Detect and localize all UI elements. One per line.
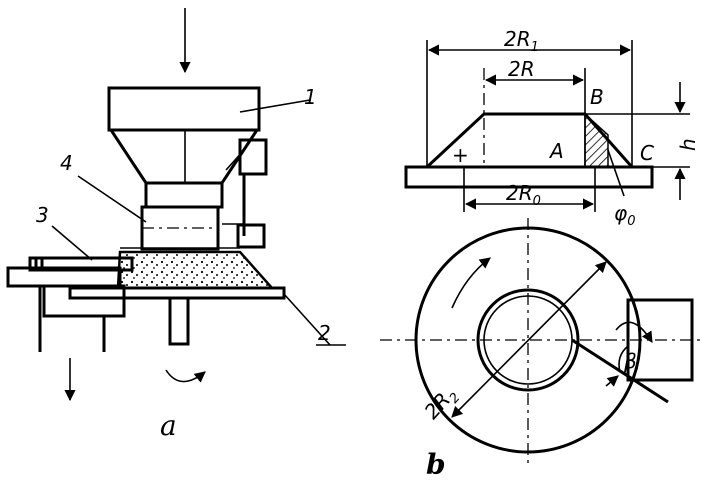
callout-1: 1 xyxy=(304,85,317,109)
callout-3-leader xyxy=(51,225,93,261)
caption-a: a xyxy=(160,409,177,442)
rotating-plate xyxy=(68,286,286,346)
label-2r1: 2R1 xyxy=(504,27,539,55)
callout-1-leader xyxy=(239,99,311,113)
label-2r0: 2R0 xyxy=(506,181,541,209)
label-2r: 2R xyxy=(508,57,535,81)
feeder-tube xyxy=(120,205,240,251)
figure-a: 1 4 2 xyxy=(6,8,346,442)
caption-b: b xyxy=(426,448,446,481)
figure-b: 2R1 2R 2R0 h + A B C φ0 xyxy=(380,27,700,481)
label-phi0: φ0 xyxy=(614,201,635,229)
cross-section-view: 2R1 2R 2R0 h + A B C φ0 xyxy=(404,27,700,229)
beta-arc xyxy=(618,345,629,373)
dim-2r2 xyxy=(451,261,607,418)
callout-4-leader xyxy=(77,175,147,223)
callout-2-leader xyxy=(283,293,331,346)
feed-hopper xyxy=(107,86,261,209)
label-h: h xyxy=(676,138,700,151)
callout-4: 4 xyxy=(60,151,73,175)
callout-3: 3 xyxy=(36,203,49,227)
label-beta: β xyxy=(623,349,637,373)
hatched-zone xyxy=(584,112,609,168)
disk-rotation-arrow xyxy=(451,257,491,309)
collector-chute xyxy=(6,256,134,352)
label-point-c: C xyxy=(640,141,654,165)
label-plus: + xyxy=(452,143,469,167)
rotation-arrow xyxy=(165,369,206,383)
label-point-a: A xyxy=(548,139,564,163)
label-point-b: B xyxy=(590,85,604,109)
flow-arrow xyxy=(615,321,653,343)
regulator-valve xyxy=(222,138,268,249)
plan-view: 2R2 β xyxy=(380,218,700,465)
callout-2: 2 xyxy=(318,321,331,345)
material-pile xyxy=(116,250,275,290)
